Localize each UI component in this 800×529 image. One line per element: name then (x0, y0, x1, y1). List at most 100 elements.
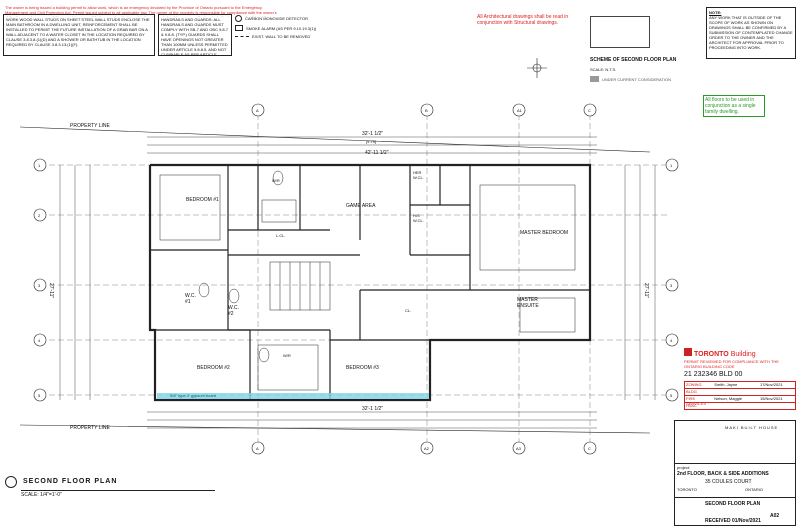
room-master-bedroom: MASTER BEDROOM (520, 230, 569, 236)
room-cl: CL. (405, 308, 412, 313)
grid-label-5-right: 5 (670, 393, 673, 398)
room-game-area: GAME AREA (346, 203, 376, 209)
grid-label-3-right: 3 (670, 283, 673, 288)
stair (269, 261, 331, 311)
interior-walls (150, 165, 590, 400)
stamp-row: HVAC (685, 402, 795, 409)
dim-top-overall: 32'-1 1/2" (362, 131, 384, 137)
stamp-permit-line: PERMIT REVIEWED FOR COMPLIANCE WITH THE … (684, 359, 779, 369)
grid-label-5: 5 (38, 393, 41, 398)
north-arrow-icon (527, 58, 547, 78)
plan-title-bubble-icon (5, 476, 17, 488)
fixtures (159, 170, 576, 391)
stamp-row-label: FIRE SERVICES (686, 396, 707, 406)
co-detector-icon (235, 15, 242, 22)
plan-title: SECOND FLOOR PLAN (23, 478, 118, 485)
grid-label-A3: A3 (516, 446, 521, 451)
grid-label-B: B (425, 108, 428, 113)
title-block: MAKI BUILT HOUSE project: 2nd FLOOR, BAC… (674, 420, 796, 526)
toilet (272, 170, 284, 186)
wall-reinforcement-note: WORK WOOD WALL STUDS ON SHEET STEEL WALL… (3, 14, 155, 56)
grid-label-A1: A1 (517, 108, 522, 113)
bathtub (261, 199, 297, 223)
stamp-brand: TORONTO (694, 351, 729, 358)
stamp-row-name (713, 389, 759, 395)
project-address: 35 COULES COURT (705, 479, 752, 485)
scheme-scale: SCALE: N.T.S. (590, 67, 617, 72)
room-her-wcl: HER W.CL. (413, 170, 424, 180)
project-name: 2nd FLOOR, BACK & SIDE ADDITIONS (677, 471, 769, 477)
legend: CARBON MONOXIDE DETECTOR SMOKE ALARM (AS… (235, 15, 355, 39)
gypsum-highlight (157, 393, 429, 399)
stamp-row-label: ZONING (686, 382, 702, 387)
legend-smoke-label: SMOKE ALARM (AS PER 9.10.19.3(1)) (246, 25, 317, 31)
stamp-row: BLDG (685, 388, 795, 395)
grid-label-2: 2 (38, 213, 41, 218)
room-his-wcl: HIS W.CL. (413, 213, 424, 223)
grid-label-1: 1 (38, 163, 41, 168)
plan-title-block: SECOND FLOOR PLAN SCALE: 1/4"=1'-0" (5, 476, 215, 498)
scheme-area: SCHEME OF SECOND FLOOR PLAN SCALE: N.T.S… (590, 10, 690, 95)
dim-bottom-overall: 32'-1 1/2" (362, 406, 384, 412)
stamp-row-date (759, 389, 795, 395)
grid-label-1-right: 1 (670, 163, 673, 168)
dim-mid-overall: 42'-11 1/2" (365, 150, 389, 156)
scheme-label: UNDER CURRENT CONSIDERATION (602, 77, 671, 82)
plan-scale: SCALE: 1/4"=1'-0" (21, 492, 62, 498)
room-wr: W/R (272, 178, 280, 183)
grid-label-3: 3 (38, 283, 41, 288)
room-wc2: W.C. #2 (228, 305, 239, 317)
toronto-logo-icon (684, 348, 692, 356)
property-line-top-label: PROPERTY LINE (70, 123, 110, 129)
project-city: TORONTO (677, 487, 697, 492)
property-line-bottom-label: PROPERTY LINE (70, 425, 110, 431)
stamp-brand2: Building (730, 351, 756, 358)
stamp-row-label: BLDG (686, 389, 697, 394)
grid-label-A-bottom: A (256, 446, 259, 451)
grid-label-A2: A2 (424, 446, 429, 451)
scheme-swatch (590, 76, 599, 82)
general-note-title: NOTE: (709, 10, 722, 15)
dashed-wall-icon (235, 36, 249, 37)
scheme-sketch (590, 16, 650, 48)
project-label: project: (677, 465, 691, 470)
room-bedroom3: BEDROOM #3 (346, 365, 379, 371)
legend-smoke-item: SMOKE ALARM (AS PER 9.10.19.3(1)) (235, 25, 355, 31)
smoke-alarm-icon (235, 25, 243, 31)
dim-right-overall: 27'-11" (643, 283, 649, 299)
permit-stamp: TORONTO Building PERMIT REVIEWED FOR COM… (684, 348, 796, 418)
grid-label-C-bottom: C (588, 446, 591, 451)
property-line-top (19, 126, 651, 153)
general-note-text: ANY WORK THAT IS OUTSIDE OF THE SCOPE OF… (709, 15, 793, 50)
drawing-title: SECOND FLOOR PLAN (705, 501, 761, 507)
grid-label-4: 4 (38, 338, 41, 343)
received-stamp: RECEIVED 01/Nov/2021 (705, 518, 761, 524)
dim-top-sub: [9.79] (366, 139, 377, 144)
stamp-row-date: 15/Nov/2021 (759, 396, 783, 401)
project-province: ONTARIO (745, 487, 763, 492)
stamp-row-date: 17/Nov/2021 (759, 382, 783, 387)
legend-wall-item: EXIST. WALL TO BE REMOVED (235, 34, 355, 39)
stamp-row-name: Nelson, Maggie (714, 396, 743, 401)
stamp-row: ZONING Smith, Jayne 17/Nov/2021 (685, 382, 795, 388)
room-wc1: W.C. #1 (185, 293, 196, 305)
property-line-bottom (19, 424, 651, 434)
gypsum-label: 5/8" type-X gypsum board (170, 393, 217, 398)
room-bedroom2: BEDROOM #2 (197, 365, 230, 371)
stamp-permit-no: 21 232346 BLD 00 (684, 371, 743, 378)
stamp-row-date (759, 403, 795, 409)
handrail-guard-note: HANDRAILS AND GUARDS: ALL HANDRAILS AND … (158, 14, 232, 56)
bed-outline (479, 184, 576, 271)
stamp-row-name: Smith, Jayne (714, 382, 738, 387)
legend-co-item: CARBON MONOXIDE DETECTOR (235, 15, 355, 22)
grid-bubbles (33, 103, 679, 455)
scheme-title: SCHEME OF SECOND FLOOR PLAN (590, 57, 677, 63)
legend-wall-label: EXIST. WALL TO BE REMOVED (252, 34, 311, 39)
grid-label-A: A (256, 108, 259, 113)
sheet-number: A02 (770, 513, 780, 519)
single-family-note: All floors to be used in conjunction as … (703, 95, 765, 117)
red-permit-notice: The owner is being issued a building per… (5, 5, 277, 17)
